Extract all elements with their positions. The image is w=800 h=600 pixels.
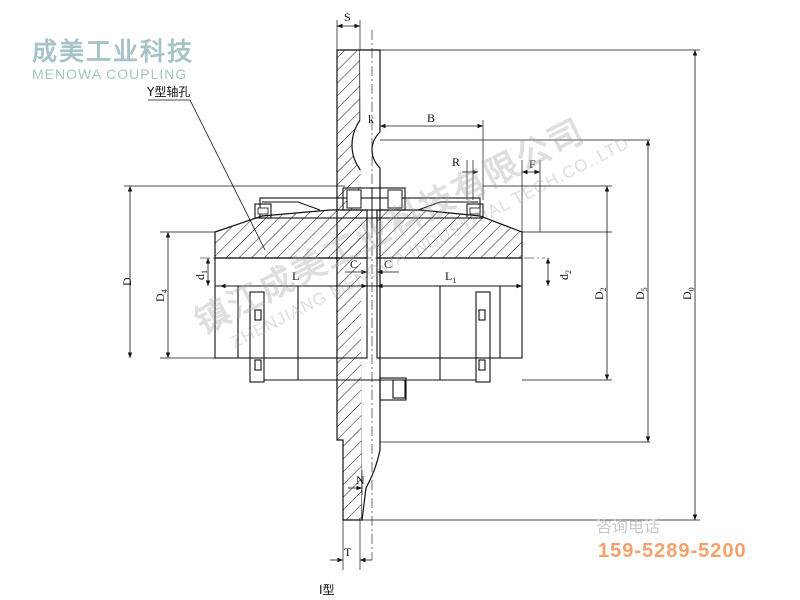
bore-type-label: Y型轴孔: [146, 84, 190, 99]
dimension-labels: S k B R F C C L L1 D D4 d1 d2 D2 D5 D0 N…: [120, 10, 696, 597]
dim-d4: D4: [153, 289, 169, 302]
dim-d: D: [120, 277, 134, 286]
dim-k: k: [368, 112, 374, 126]
dim-r: R: [452, 155, 460, 169]
dim-d2-small: d2: [557, 270, 573, 280]
contact-label: 咨询电话: [596, 517, 661, 536]
coupling-type-label: I型: [319, 583, 335, 597]
dim-d1: d1: [193, 270, 209, 280]
centerlines: [200, 30, 545, 560]
dim-b: B: [427, 111, 435, 125]
dim-f: F: [529, 157, 536, 171]
dimension-lines: [127, 23, 698, 563]
dim-n: N: [356, 473, 365, 487]
extension-lines: [124, 20, 700, 570]
dim-l1: L1: [445, 269, 456, 285]
dim-d2-large: D2: [592, 287, 608, 300]
dim-d5: D5: [633, 287, 649, 300]
dim-d0: D0: [680, 287, 696, 300]
dim-c-right: C: [384, 257, 392, 271]
brand-name-en: MENOWA COUPLING: [32, 66, 188, 82]
dim-l: L: [292, 269, 299, 283]
dim-t: T: [344, 545, 352, 559]
dim-c-left: C: [350, 257, 358, 271]
dim-s: S: [344, 10, 351, 24]
brand-name-cn: 成美工业科技: [32, 37, 195, 66]
contact-phone: 159-5289-5200: [598, 540, 747, 562]
